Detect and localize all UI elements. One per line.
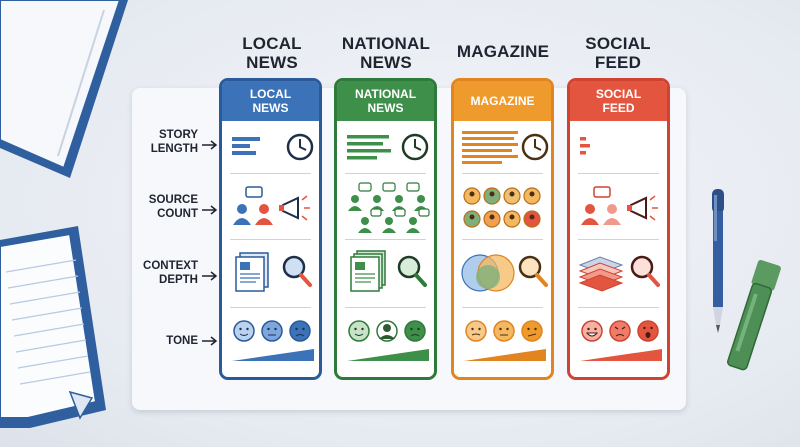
venn-magnifier-icon [461, 254, 548, 292]
length-bars-icon [232, 133, 314, 161]
notebook-icon [0, 0, 128, 178]
expert-avatars-icon [463, 187, 541, 228]
divider [345, 173, 426, 174]
tone-faces-icon [347, 320, 429, 361]
arrow-right-icon [202, 336, 218, 346]
pen-icon [712, 189, 724, 333]
arrow-right-icon [202, 271, 218, 281]
notepad-icon [0, 226, 106, 428]
length-bars-icon [462, 131, 549, 164]
tone-faces-icon [580, 320, 662, 361]
tone-faces-icon [232, 320, 314, 361]
divider [230, 173, 311, 174]
tone-faces-icon [464, 320, 546, 361]
arrow-right-icon [202, 205, 218, 215]
divider [345, 239, 426, 240]
divider [578, 239, 659, 240]
highlighter-icon [727, 259, 781, 371]
card-magazine: MAGAZINE [451, 78, 554, 380]
length-bars-icon [347, 133, 429, 161]
divider [345, 307, 426, 308]
column-header-magazine: MAGAZINE [456, 42, 550, 61]
card-title-magazine: MAGAZINE [454, 81, 551, 121]
documents-magnifier-icon [350, 250, 427, 292]
divider [462, 307, 543, 308]
people-megaphone-icon [233, 186, 310, 225]
divider [578, 307, 659, 308]
divider [230, 307, 311, 308]
people-megaphone-icon [581, 186, 658, 225]
length-bars-icon [580, 137, 590, 155]
stacked-layers-magnifier-icon [578, 255, 660, 292]
documents-magnifier-icon [235, 252, 312, 292]
row-label-tone: TONE [136, 334, 218, 348]
divider [462, 173, 543, 174]
arrow-right-icon [202, 140, 218, 150]
divider [578, 173, 659, 174]
divider [462, 239, 543, 240]
many-sources-icon [348, 182, 430, 233]
divider [230, 239, 311, 240]
